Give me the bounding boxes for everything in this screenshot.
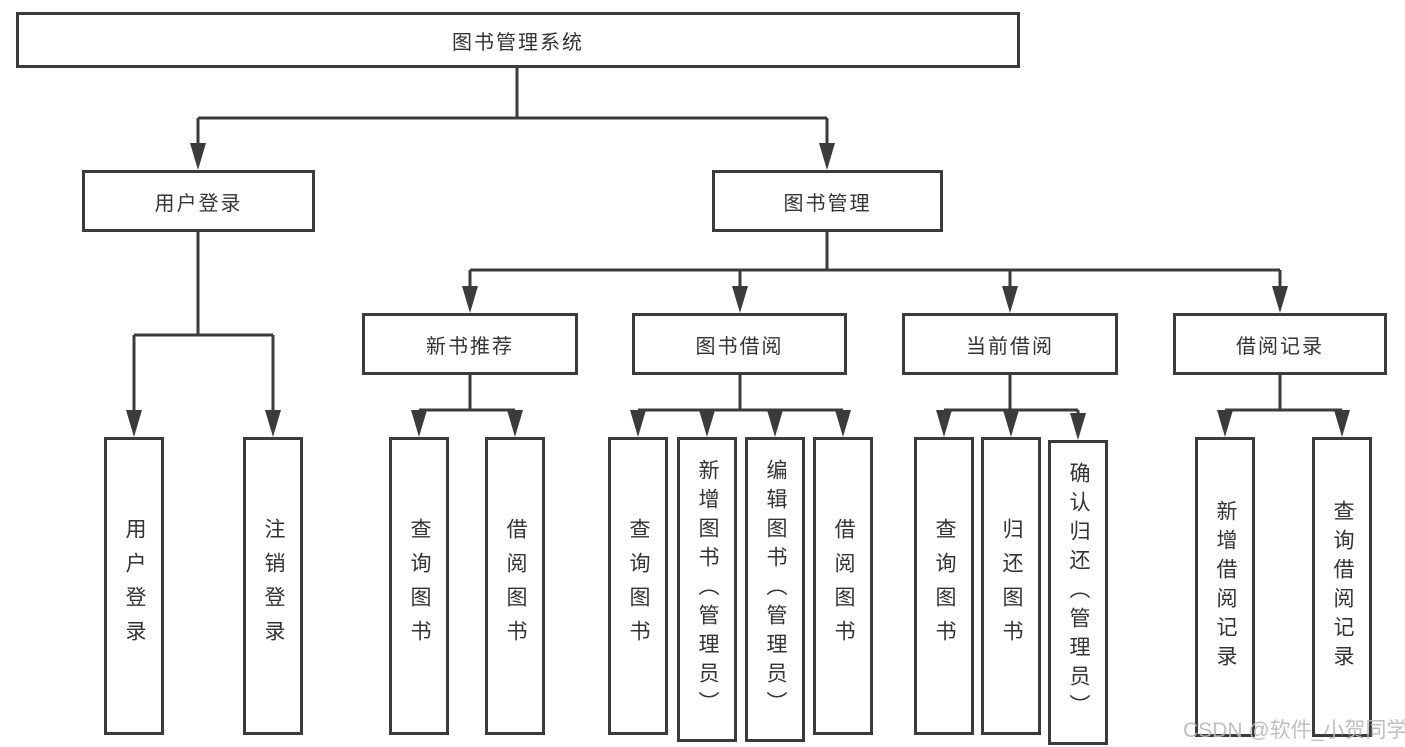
node-book-management-label: 图书管理 bbox=[783, 192, 872, 215]
node-root-system: 图书管理系统 bbox=[16, 12, 1020, 68]
connector-borrow-record-branch bbox=[1223, 375, 1344, 413]
leaf-newbook-query: 查询图书 bbox=[389, 437, 449, 735]
leaf-user-login: 用户登录 bbox=[104, 437, 164, 735]
connector-book-borrow-branch bbox=[636, 375, 845, 413]
leaf-confirm-return-admin-label: 确认归还（管理员） bbox=[1067, 462, 1090, 723]
node-root-label: 图书管理系统 bbox=[452, 31, 584, 54]
connector-user-login-branch bbox=[132, 232, 275, 413]
node-book-management: 图书管理 bbox=[712, 170, 943, 232]
leaf-borrow-query: 查询图书 bbox=[608, 437, 668, 735]
leaf-record-query-label: 查询借阅记录 bbox=[1331, 500, 1354, 674]
leaf-record-query: 查询借阅记录 bbox=[1312, 437, 1372, 737]
leaf-newbook-borrow-label: 借阅图书 bbox=[504, 518, 527, 654]
leaf-borrow-edit-admin: 编辑图书（管理员） bbox=[745, 437, 805, 742]
node-user-login: 用户登录 bbox=[82, 170, 315, 232]
node-new-book-recommend-label: 新书推荐 bbox=[426, 335, 514, 358]
leaf-newbook-query-label: 查询图书 bbox=[408, 518, 431, 654]
connector-new-book-branch bbox=[417, 375, 517, 413]
leaf-current-query: 查询图书 bbox=[914, 437, 974, 735]
connector-root-to-level2 bbox=[196, 68, 829, 146]
node-book-borrow: 图书借阅 bbox=[632, 313, 847, 375]
leaf-return-book-label: 归还图书 bbox=[1000, 518, 1023, 654]
leaf-confirm-return-admin: 确认归还（管理员） bbox=[1048, 440, 1108, 745]
node-current-borrow-label: 当前借阅 bbox=[966, 335, 1054, 358]
leaf-borrow-add-admin-label: 新增图书（管理员） bbox=[696, 459, 719, 720]
connector-book-mgmt-branch bbox=[468, 232, 1282, 289]
node-borrow-record: 借阅记录 bbox=[1173, 313, 1387, 375]
csdn-watermark: CSDN @软件_小贺同学 bbox=[1183, 719, 1405, 742]
node-borrow-record-label: 借阅记录 bbox=[1236, 335, 1324, 358]
connector-current-borrow-branch bbox=[942, 375, 1080, 416]
leaf-logout: 注销登录 bbox=[243, 437, 303, 735]
leaf-record-add: 新增借阅记录 bbox=[1195, 437, 1255, 737]
leaf-newbook-borrow: 借阅图书 bbox=[485, 437, 545, 735]
node-user-login-label: 用户登录 bbox=[154, 192, 243, 215]
node-book-borrow-label: 图书借阅 bbox=[695, 335, 784, 358]
leaf-borrow-book-label: 借阅图书 bbox=[832, 518, 855, 654]
leaf-return-book: 归还图书 bbox=[981, 437, 1041, 735]
leaf-record-add-label: 新增借阅记录 bbox=[1214, 500, 1237, 674]
leaf-borrow-book: 借阅图书 bbox=[813, 437, 873, 735]
leaf-user-login-label: 用户登录 bbox=[123, 518, 146, 654]
leaf-borrow-add-admin: 新增图书（管理员） bbox=[677, 437, 737, 742]
leaf-borrow-query-label: 查询图书 bbox=[627, 518, 650, 654]
leaf-logout-label: 注销登录 bbox=[262, 518, 285, 654]
leaf-current-query-label: 查询图书 bbox=[933, 518, 956, 654]
node-current-borrow: 当前借阅 bbox=[902, 313, 1118, 375]
node-new-book-recommend: 新书推荐 bbox=[362, 313, 578, 375]
leaf-borrow-edit-admin-label: 编辑图书（管理员） bbox=[764, 459, 787, 720]
